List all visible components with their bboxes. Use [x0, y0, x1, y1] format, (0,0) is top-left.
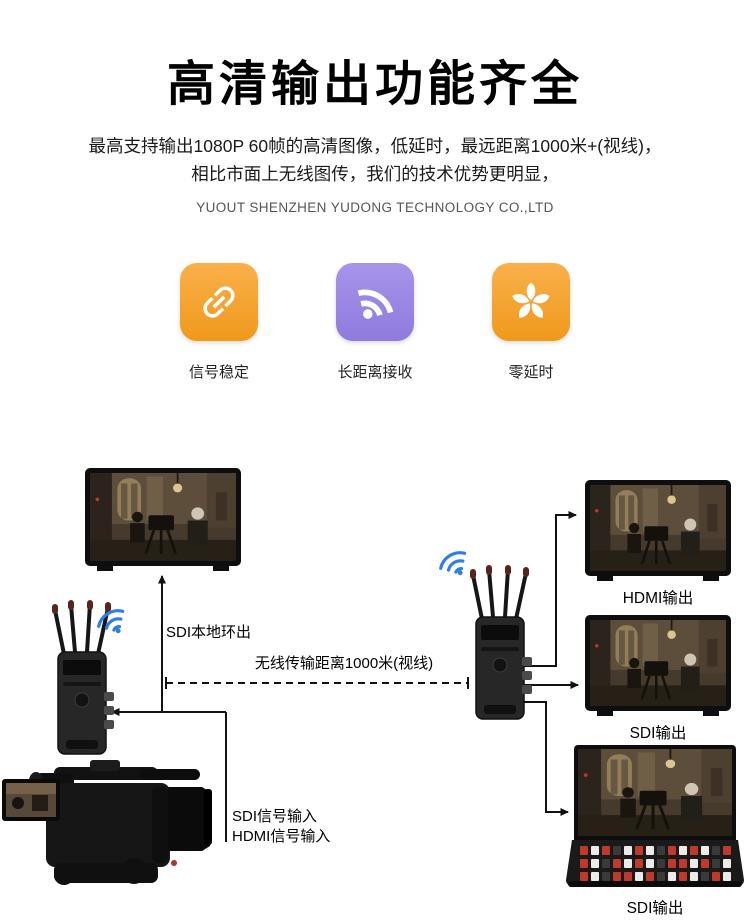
- feature-zero-latency: 零延时: [492, 263, 570, 382]
- hdmi-output-monitor: [585, 480, 731, 581]
- link-icon: [180, 263, 258, 341]
- hdmi-output-label: HDMI输出: [622, 590, 694, 607]
- feature-signal-stable: 信号稳定: [180, 263, 258, 382]
- switcher-deck: [566, 840, 744, 888]
- page-title: 高清输出功能齐全: [166, 58, 583, 111]
- subtitle-line-2: 相比市面上无线图传，我们的技术优势更明显，: [191, 164, 559, 184]
- sdi-output-monitor: [585, 615, 731, 716]
- feature-label-long-range: 长距离接收: [337, 364, 413, 381]
- video-camera: [2, 743, 214, 900]
- switcher-screen-scene: [578, 749, 732, 836]
- wifi-icon-transmitter: [87, 597, 139, 649]
- feature-label-signal-stable: 信号稳定: [188, 364, 249, 381]
- source-monitor: [85, 468, 241, 571]
- feature-long-range: 长距离接收: [336, 263, 414, 382]
- sdi-input-label: SDI信号输入: [232, 808, 318, 825]
- feature-list: 信号稳定 长距离接收: [0, 263, 750, 382]
- hdmi-input-label: HDMI信号输入: [232, 828, 331, 845]
- wifi-icon-receiver: [429, 539, 481, 591]
- company-name: YUOUT SHENZHEN YUDONG TECHNOLOGY CO.,LTD: [196, 200, 554, 215]
- transmitter-device: [50, 600, 120, 770]
- switcher-laptop: [566, 745, 744, 888]
- sdi-loop-label: SDI本地环出: [166, 624, 252, 641]
- source-monitor-scene: [90, 473, 236, 561]
- connection-diagram: SDI本地环出 无线传输距离1000米(视线) SDI信号输入 HDMI信号输入…: [0, 460, 750, 920]
- distance-label: 无线传输距离1000米(视线): [254, 655, 434, 672]
- sdi-monitor-scene: [590, 620, 726, 706]
- sdi-switcher-output-label: SDI输出: [626, 900, 684, 917]
- feature-label-zero-latency: 零延时: [508, 364, 554, 381]
- sdi-output-label: SDI输出: [629, 725, 687, 742]
- receiver-device: [468, 565, 538, 735]
- rss-icon: [336, 263, 414, 341]
- hdmi-monitor-scene: [590, 485, 726, 571]
- flower-icon: [492, 263, 570, 341]
- switcher-screen: [574, 745, 736, 840]
- subtitle-line-1: 最高支持输出1080P 60帧的高清图像，低延时，最远距离1000米+(视线)，: [88, 136, 662, 156]
- subtitle: 最高支持输出1080P 60帧的高清图像，低延时，最远距离1000米+(视线)，…: [0, 132, 750, 188]
